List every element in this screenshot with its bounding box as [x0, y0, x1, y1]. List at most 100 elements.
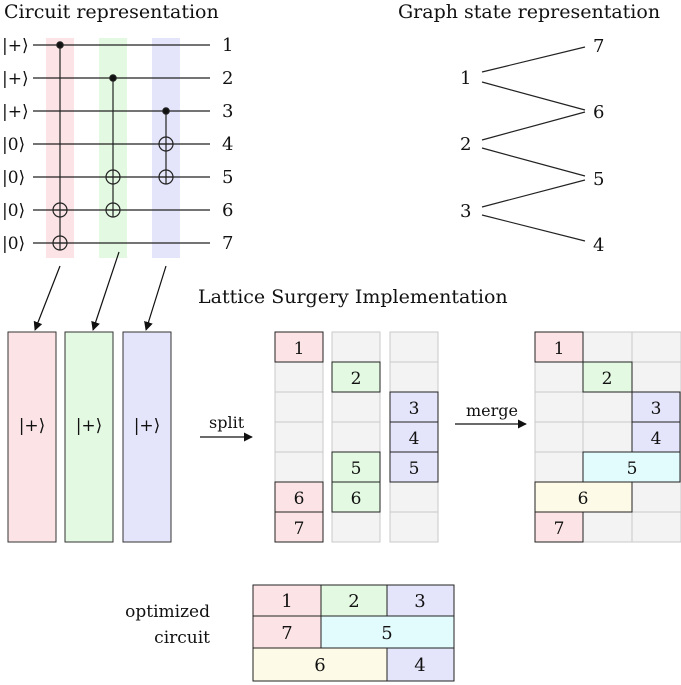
- split-cell-label: 3: [409, 399, 420, 419]
- split-grid: 1 2 3 4 5 5 6 6 7: [274, 331, 439, 543]
- optimized-label-line2: circuit: [154, 628, 210, 648]
- input-state-6: |0⟩: [2, 201, 25, 221]
- graph-title: Graph state representation: [398, 1, 660, 23]
- merge-cell-1: [534, 331, 584, 363]
- edge-1-6: [481, 81, 586, 111]
- mapping-arrows: [33, 251, 167, 331]
- split-cell-label: 1: [294, 339, 305, 359]
- merge-cell-3: [631, 391, 681, 423]
- graph-state: 1 2 3 4 5 6 7: [460, 36, 604, 256]
- control-dot-icon: [162, 107, 170, 115]
- optimized-cell-label: 3: [414, 591, 425, 612]
- cnot-gate-2: [105, 74, 121, 218]
- edge-1-7: [481, 46, 586, 73]
- graph-node-1: 1: [460, 68, 471, 89]
- split-cell-2: [331, 361, 381, 393]
- optimized-cell-4: [386, 647, 455, 682]
- graph-node-2: 2: [460, 134, 471, 155]
- merge-cell-7: [534, 511, 584, 543]
- optimized-cell-label: 6: [314, 655, 325, 676]
- merge-cell-label: 5: [627, 459, 638, 479]
- input-state-4: |0⟩: [2, 135, 25, 155]
- split-cell-6-green: [331, 481, 381, 513]
- graph-node-3: 3: [460, 201, 471, 222]
- optimized-cell-label: 7: [281, 623, 292, 644]
- split-cell-label: 6: [294, 489, 305, 509]
- input-state-1: |+⟩: [2, 36, 29, 56]
- merge-label: merge: [466, 401, 518, 420]
- merge-arrow: merge: [455, 401, 527, 429]
- circuit-title: Circuit representation: [4, 1, 219, 23]
- merge-cell-label: 7: [554, 519, 565, 539]
- optimized-cell-label: 2: [348, 591, 359, 612]
- arrow-gate-2: [91, 251, 120, 331]
- split-cell-label: 4: [409, 429, 420, 449]
- optimized-cell-3: [386, 584, 455, 617]
- optimized-circuit: optimized circuit 1 2 3 7 5 6 4: [125, 584, 455, 682]
- arrow-gate-1: [33, 265, 61, 331]
- edge-2-5: [481, 147, 586, 177]
- circuit: |+⟩ |+⟩ |+⟩ |0⟩ |0⟩ |0⟩ |0⟩ 1 2 3 4 5 6 …: [2, 35, 233, 258]
- optimized-cell-7: [252, 615, 322, 649]
- graph-node-6: 6: [593, 102, 604, 123]
- control-dot-icon: [109, 74, 117, 82]
- split-cell-5-green: [331, 451, 381, 483]
- output-index-7: 7: [222, 233, 233, 254]
- graph-node-4: 4: [593, 235, 604, 256]
- merge-cell-2: [582, 361, 633, 393]
- output-index-6: 6: [222, 200, 233, 221]
- graph-edges: [481, 46, 586, 242]
- merge-cell-label: 2: [602, 369, 613, 389]
- optimized-label-line1: optimized: [125, 602, 210, 622]
- merge-grid: 1 2 3 4 5 6 7: [534, 331, 681, 543]
- split-cell-label: 6: [351, 489, 362, 509]
- cnot-gate-3: [158, 107, 174, 185]
- split-cell-6-red: [274, 481, 324, 513]
- split-cell-label: 7: [294, 519, 305, 539]
- input-state-2: |+⟩: [2, 69, 29, 89]
- split-label: split: [209, 413, 245, 432]
- block-label-2: |+⟩: [76, 416, 103, 436]
- block-label-1: |+⟩: [19, 416, 46, 436]
- input-state-7: |0⟩: [2, 234, 25, 254]
- output-index-3: 3: [222, 101, 233, 122]
- output-index-1: 1: [222, 35, 233, 56]
- split-cell-4: [389, 421, 439, 453]
- edge-2-6: [481, 111, 586, 141]
- split-cell-1: [274, 331, 324, 363]
- split-cell-7: [274, 511, 324, 543]
- plus-state-blocks: [7, 331, 172, 543]
- graph-node-5: 5: [593, 169, 604, 190]
- output-index-2: 2: [222, 68, 233, 89]
- arrow-gate-3: [144, 265, 167, 331]
- block-green: [64, 331, 114, 543]
- merge-cell-label: 1: [554, 339, 565, 359]
- split-cell-label: 5: [409, 459, 420, 479]
- split-cell-5-blue: [389, 451, 439, 483]
- optimized-cell-label: 5: [381, 623, 392, 644]
- output-index-5: 5: [222, 167, 233, 188]
- cnot-gate-1: [52, 41, 68, 251]
- merge-cell-4: [631, 421, 681, 453]
- graph-node-7: 7: [593, 36, 604, 57]
- merge-cell-label: 6: [578, 489, 589, 509]
- input-state-5: |0⟩: [2, 168, 25, 188]
- optimized-cell-label: 4: [414, 655, 425, 676]
- split-cell-label: 2: [351, 369, 362, 389]
- merge-cell-5: [582, 451, 681, 483]
- lattice-title: Lattice Surgery Implementation: [198, 286, 508, 308]
- merge-cell-label: 3: [651, 399, 662, 419]
- edge-3-4: [481, 214, 586, 242]
- edge-3-5: [481, 179, 586, 208]
- split-arrow: split: [200, 413, 253, 442]
- block-blue: [122, 331, 172, 543]
- control-dot-icon: [56, 41, 64, 49]
- split-cell-label: 5: [351, 459, 362, 479]
- circuit-wires: [33, 44, 210, 244]
- optimized-cell-6: [252, 647, 388, 682]
- output-index-4: 4: [222, 134, 233, 155]
- input-state-3: |+⟩: [2, 102, 29, 122]
- merge-cell-label: 4: [651, 429, 662, 449]
- block-label-3: |+⟩: [134, 416, 161, 436]
